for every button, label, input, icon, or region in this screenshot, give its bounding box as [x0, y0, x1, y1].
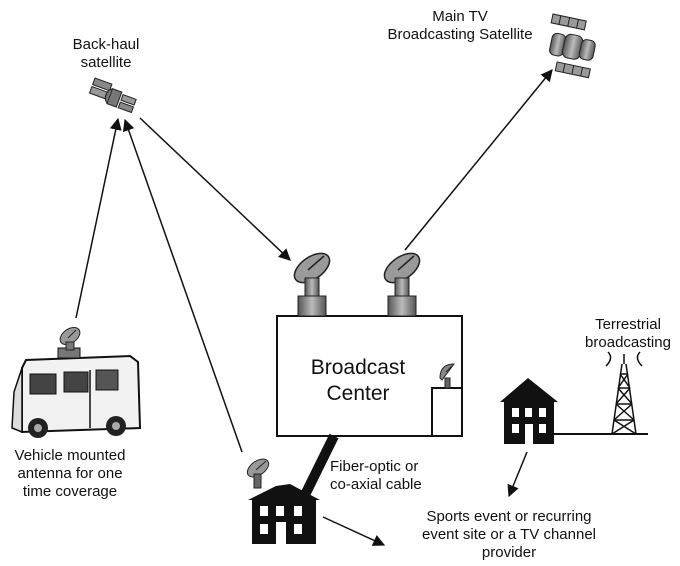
- main-satellite-label: Main TV Broadcasting Satellite: [387, 8, 533, 43]
- vehicle-antenna-label: Vehicle mounted antenna for one time cov…: [14, 447, 126, 500]
- main-tv-satellite-icon: [549, 13, 596, 79]
- uplink-dish-right-icon: [383, 252, 421, 317]
- event-site-house-icon: [248, 484, 320, 544]
- arrow-backhaul-to-center: [139, 117, 291, 261]
- arrow-house-to-backhaul: [122, 118, 243, 453]
- backhaul-satellite-label: Back-haul satellite: [72, 36, 140, 71]
- terrestrial-house-icon: [500, 378, 558, 444]
- arrow-vehicle-to-backhaul: [75, 117, 122, 319]
- broadcast-center-label: Broadcast Center: [310, 356, 406, 405]
- arrow-house-to-event: [322, 516, 386, 546]
- uplink-dish-left-icon: [293, 252, 331, 317]
- cable-label: Fiber-optic or co-axial cable: [330, 458, 422, 493]
- broadcast-van-icon: [11, 347, 142, 438]
- small-dish-icon: [439, 363, 456, 389]
- arrow-terrestrial-house-to-event: [507, 451, 528, 498]
- broadcast-center-annex: [431, 387, 463, 437]
- terrestrial-broadcasting-label: Terrestrial broadcasting: [585, 316, 671, 351]
- house-dish-icon: [246, 458, 270, 489]
- event-site-label: Sports event or recurring event site or …: [422, 508, 596, 561]
- terrestrial-tower-icon: [605, 351, 643, 435]
- backhaul-satellite-icon: [88, 77, 137, 114]
- van-dish-icon: [59, 326, 81, 351]
- arrow-center-to-main-satellite: [404, 69, 553, 251]
